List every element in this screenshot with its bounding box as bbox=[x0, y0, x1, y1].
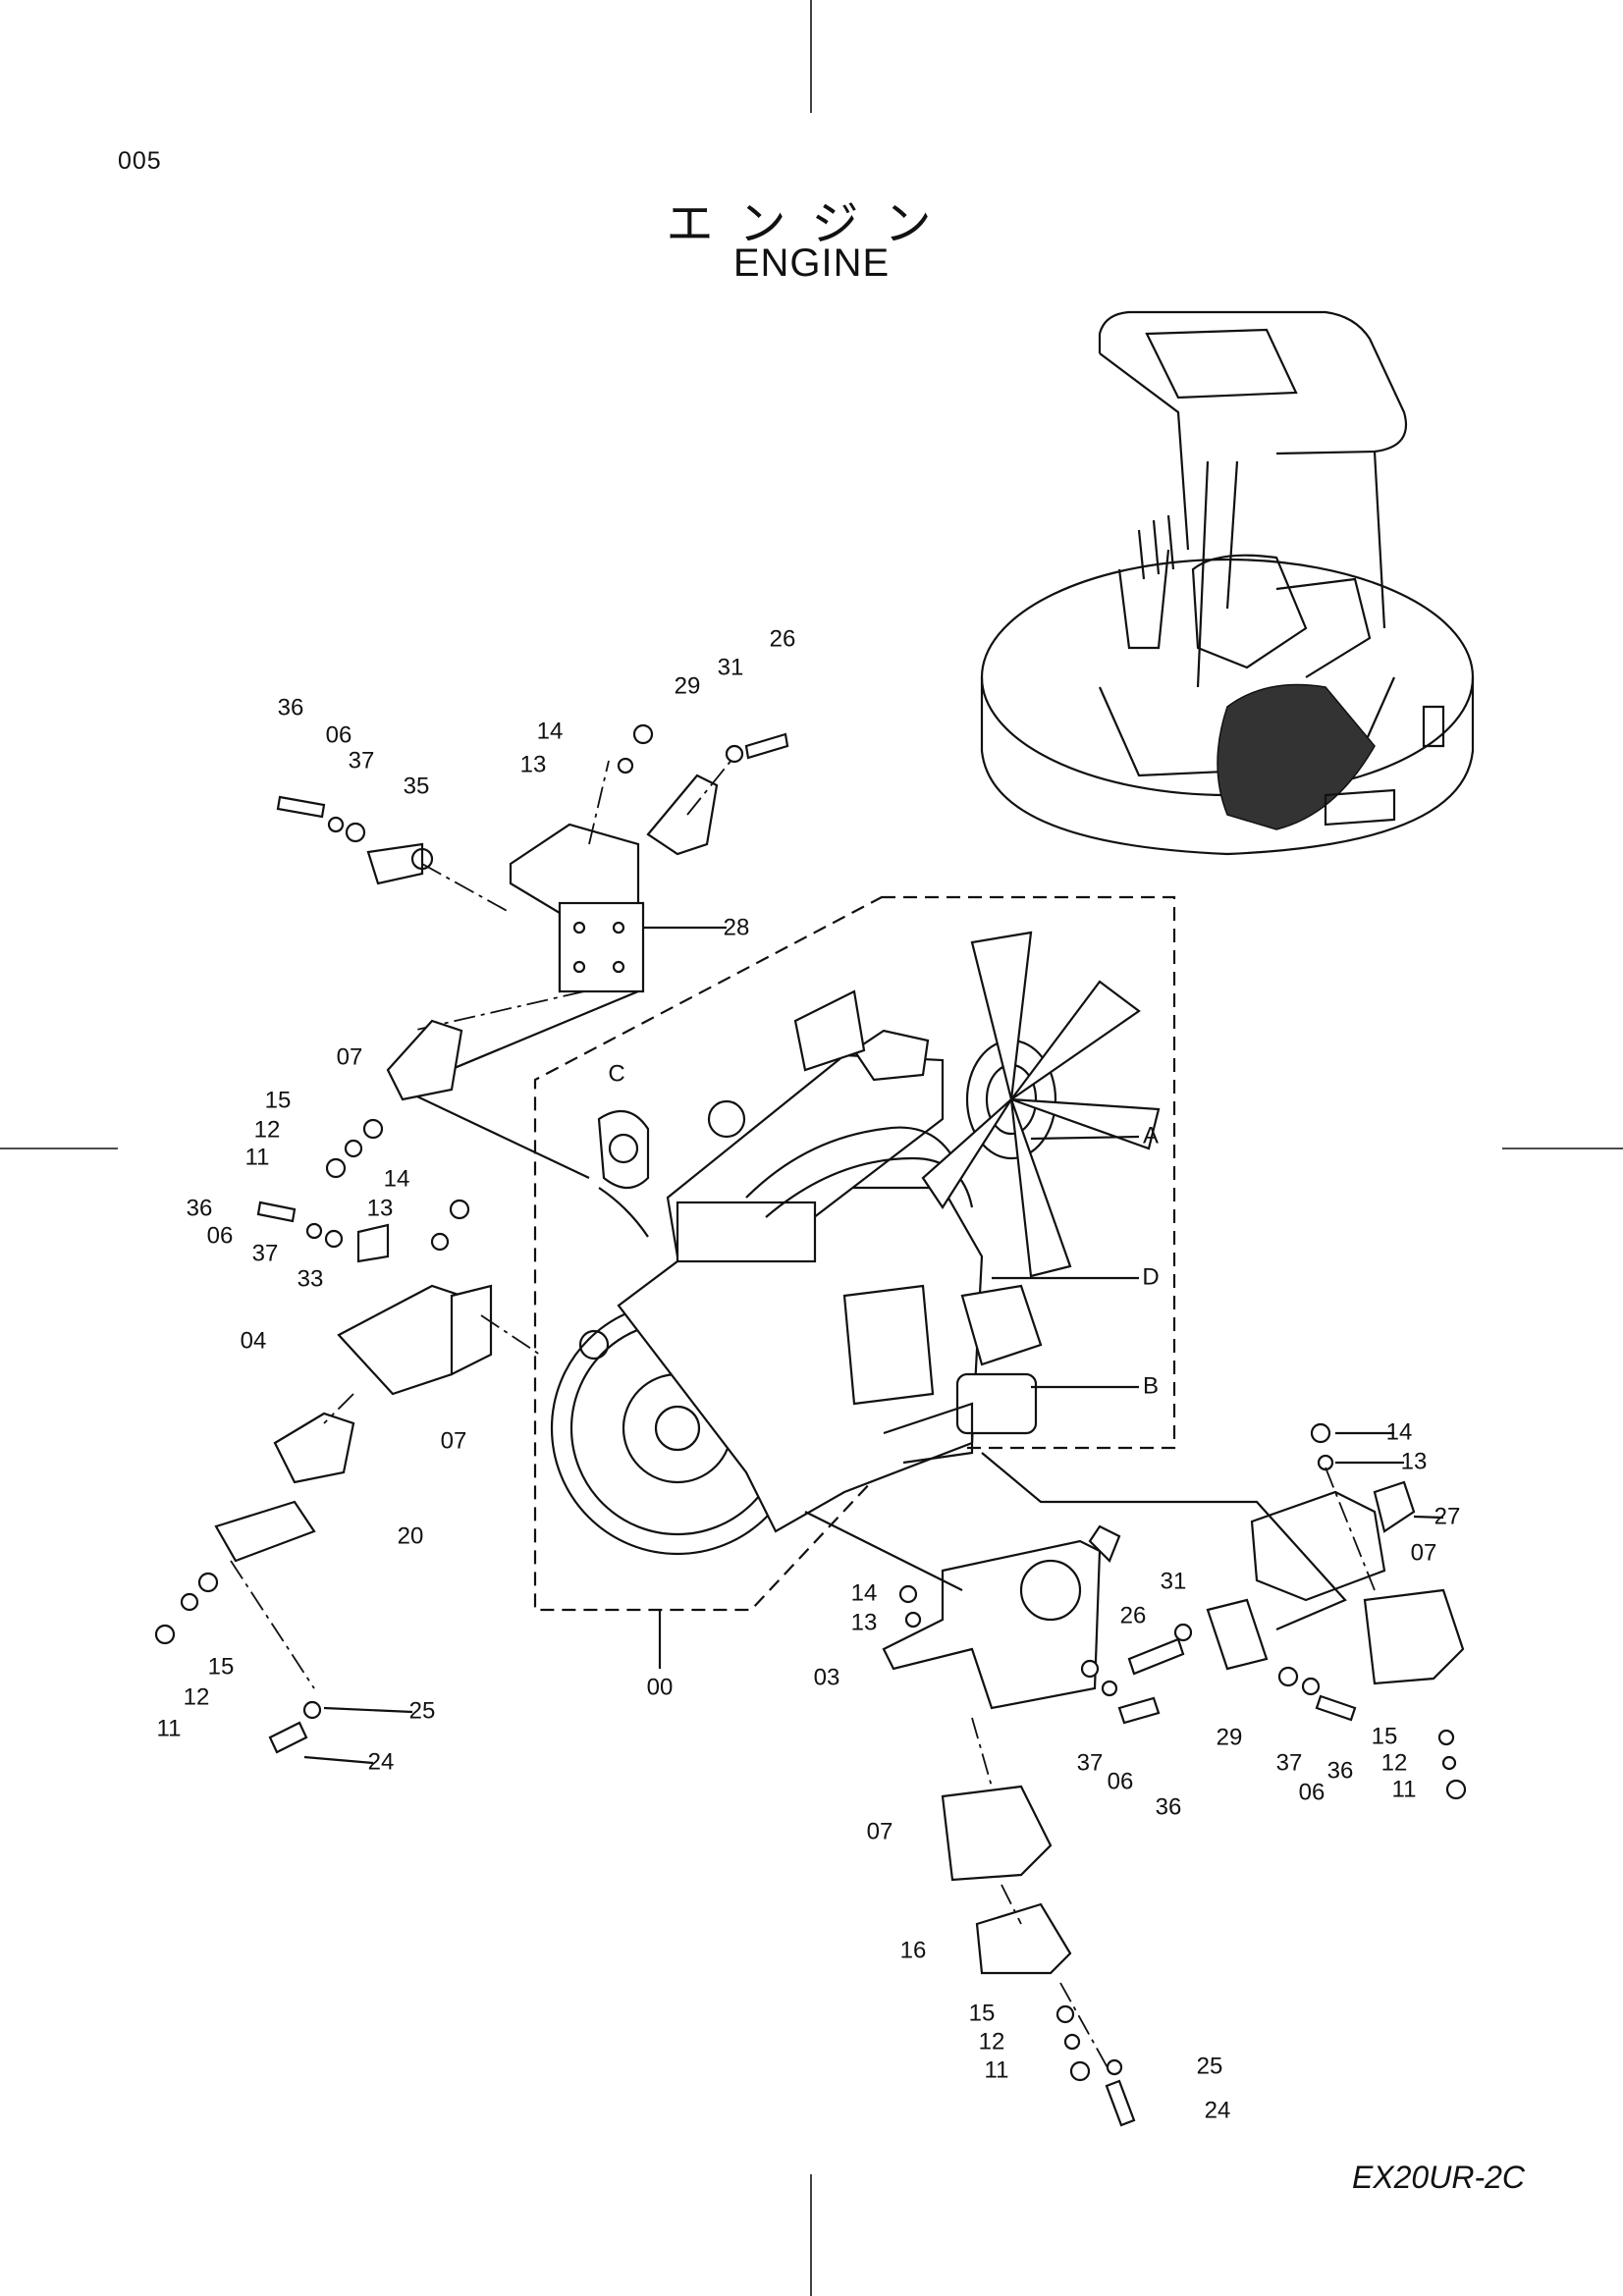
callout-c6: 13 bbox=[520, 751, 547, 777]
callout-c43: 25 bbox=[409, 1697, 436, 1724]
upper-bracket-group bbox=[366, 753, 737, 1179]
callout-c55: 15 bbox=[969, 2000, 996, 2026]
callout-c45: 37 bbox=[1077, 1749, 1104, 1776]
callout-c28: 13 bbox=[1401, 1448, 1428, 1474]
gasket-c bbox=[597, 1109, 650, 1190]
callout-c8: 31 bbox=[718, 654, 744, 680]
callout-c52: 36 bbox=[1156, 1793, 1182, 1820]
callout-c26: 07 bbox=[441, 1427, 467, 1454]
callout-c48: 06 bbox=[1108, 1768, 1134, 1794]
callout-c27: 14 bbox=[1386, 1418, 1413, 1445]
callout-c1: 36 bbox=[278, 694, 304, 721]
callout-c59: 24 bbox=[1205, 2097, 1231, 2123]
engine-body bbox=[550, 931, 1161, 1556]
callout-c38: 00 bbox=[647, 1674, 674, 1700]
fastener-hardware bbox=[154, 723, 789, 1765]
callout-c21: 37 bbox=[252, 1240, 279, 1266]
machine-location-illustration bbox=[980, 310, 1475, 856]
title-english: ENGINE bbox=[732, 241, 891, 285]
page-number: 005 bbox=[118, 147, 162, 175]
callout-c16: A bbox=[1143, 1122, 1159, 1148]
title-japanese: エンジン bbox=[666, 196, 957, 251]
callout-c9: 26 bbox=[770, 625, 796, 652]
callout-c46: 37 bbox=[1276, 1749, 1303, 1776]
callout-c53: 07 bbox=[867, 1818, 893, 1844]
callout-c13: 12 bbox=[254, 1116, 281, 1143]
callout-c49: 06 bbox=[1299, 1779, 1325, 1805]
callout-c33: 31 bbox=[1161, 1568, 1187, 1594]
callout-c57: 11 bbox=[985, 2056, 1009, 2083]
callout-c30: 20 bbox=[398, 1522, 424, 1549]
callout-c25: B bbox=[1143, 1372, 1159, 1399]
right-mount-group bbox=[804, 1422, 1467, 1800]
reference-leaders bbox=[992, 1135, 1140, 1389]
callout-c39: 12 bbox=[184, 1683, 210, 1710]
callout-c35: 26 bbox=[1120, 1602, 1147, 1629]
part-callouts: 3606373514132931262807151211CA3614130637… bbox=[157, 625, 1461, 2123]
callout-c17: 36 bbox=[187, 1195, 213, 1221]
callout-c42: 15 bbox=[1372, 1723, 1398, 1749]
callout-c37: 03 bbox=[814, 1664, 840, 1690]
callout-c20: 06 bbox=[207, 1222, 234, 1249]
callout-c29: 27 bbox=[1434, 1503, 1461, 1529]
callout-c23: D bbox=[1142, 1263, 1159, 1290]
callout-c12: 15 bbox=[265, 1087, 292, 1113]
callout-c19: 13 bbox=[367, 1195, 394, 1221]
callout-c58: 25 bbox=[1197, 2053, 1223, 2079]
callout-c24: 04 bbox=[241, 1327, 267, 1354]
callout-c4: 35 bbox=[404, 773, 430, 799]
callout-c31: 07 bbox=[1411, 1539, 1437, 1566]
callout-c56: 12 bbox=[979, 2028, 1005, 2055]
model-code: EX20UR-2C bbox=[1351, 2160, 1525, 2195]
callout-c14: 11 bbox=[245, 1144, 270, 1170]
callout-c47: 36 bbox=[1327, 1757, 1354, 1784]
callout-c22: 33 bbox=[298, 1265, 324, 1292]
engine-assembly-boundary bbox=[533, 895, 1176, 1669]
callout-c3: 37 bbox=[349, 747, 375, 774]
callout-c50: 11 bbox=[1392, 1776, 1417, 1802]
callout-c5: 14 bbox=[537, 718, 564, 744]
callout-c44: 12 bbox=[1381, 1749, 1408, 1776]
callout-c40: 29 bbox=[1217, 1724, 1243, 1750]
callout-c18: 14 bbox=[384, 1165, 410, 1192]
lower-mount-stack bbox=[941, 1717, 1136, 2127]
callout-c7: 29 bbox=[675, 672, 701, 699]
callout-c34: 13 bbox=[851, 1609, 878, 1635]
callout-c36: 15 bbox=[208, 1653, 235, 1680]
callout-c54: 16 bbox=[900, 1937, 927, 1963]
callout-c32: 14 bbox=[851, 1579, 878, 1606]
callout-c41: 11 bbox=[157, 1715, 182, 1741]
callout-c11: 07 bbox=[337, 1043, 363, 1070]
callout-c15: C bbox=[608, 1060, 624, 1087]
callout-c51: 24 bbox=[368, 1748, 395, 1775]
callout-c10: 28 bbox=[724, 914, 750, 940]
callout-c2: 06 bbox=[326, 721, 352, 748]
